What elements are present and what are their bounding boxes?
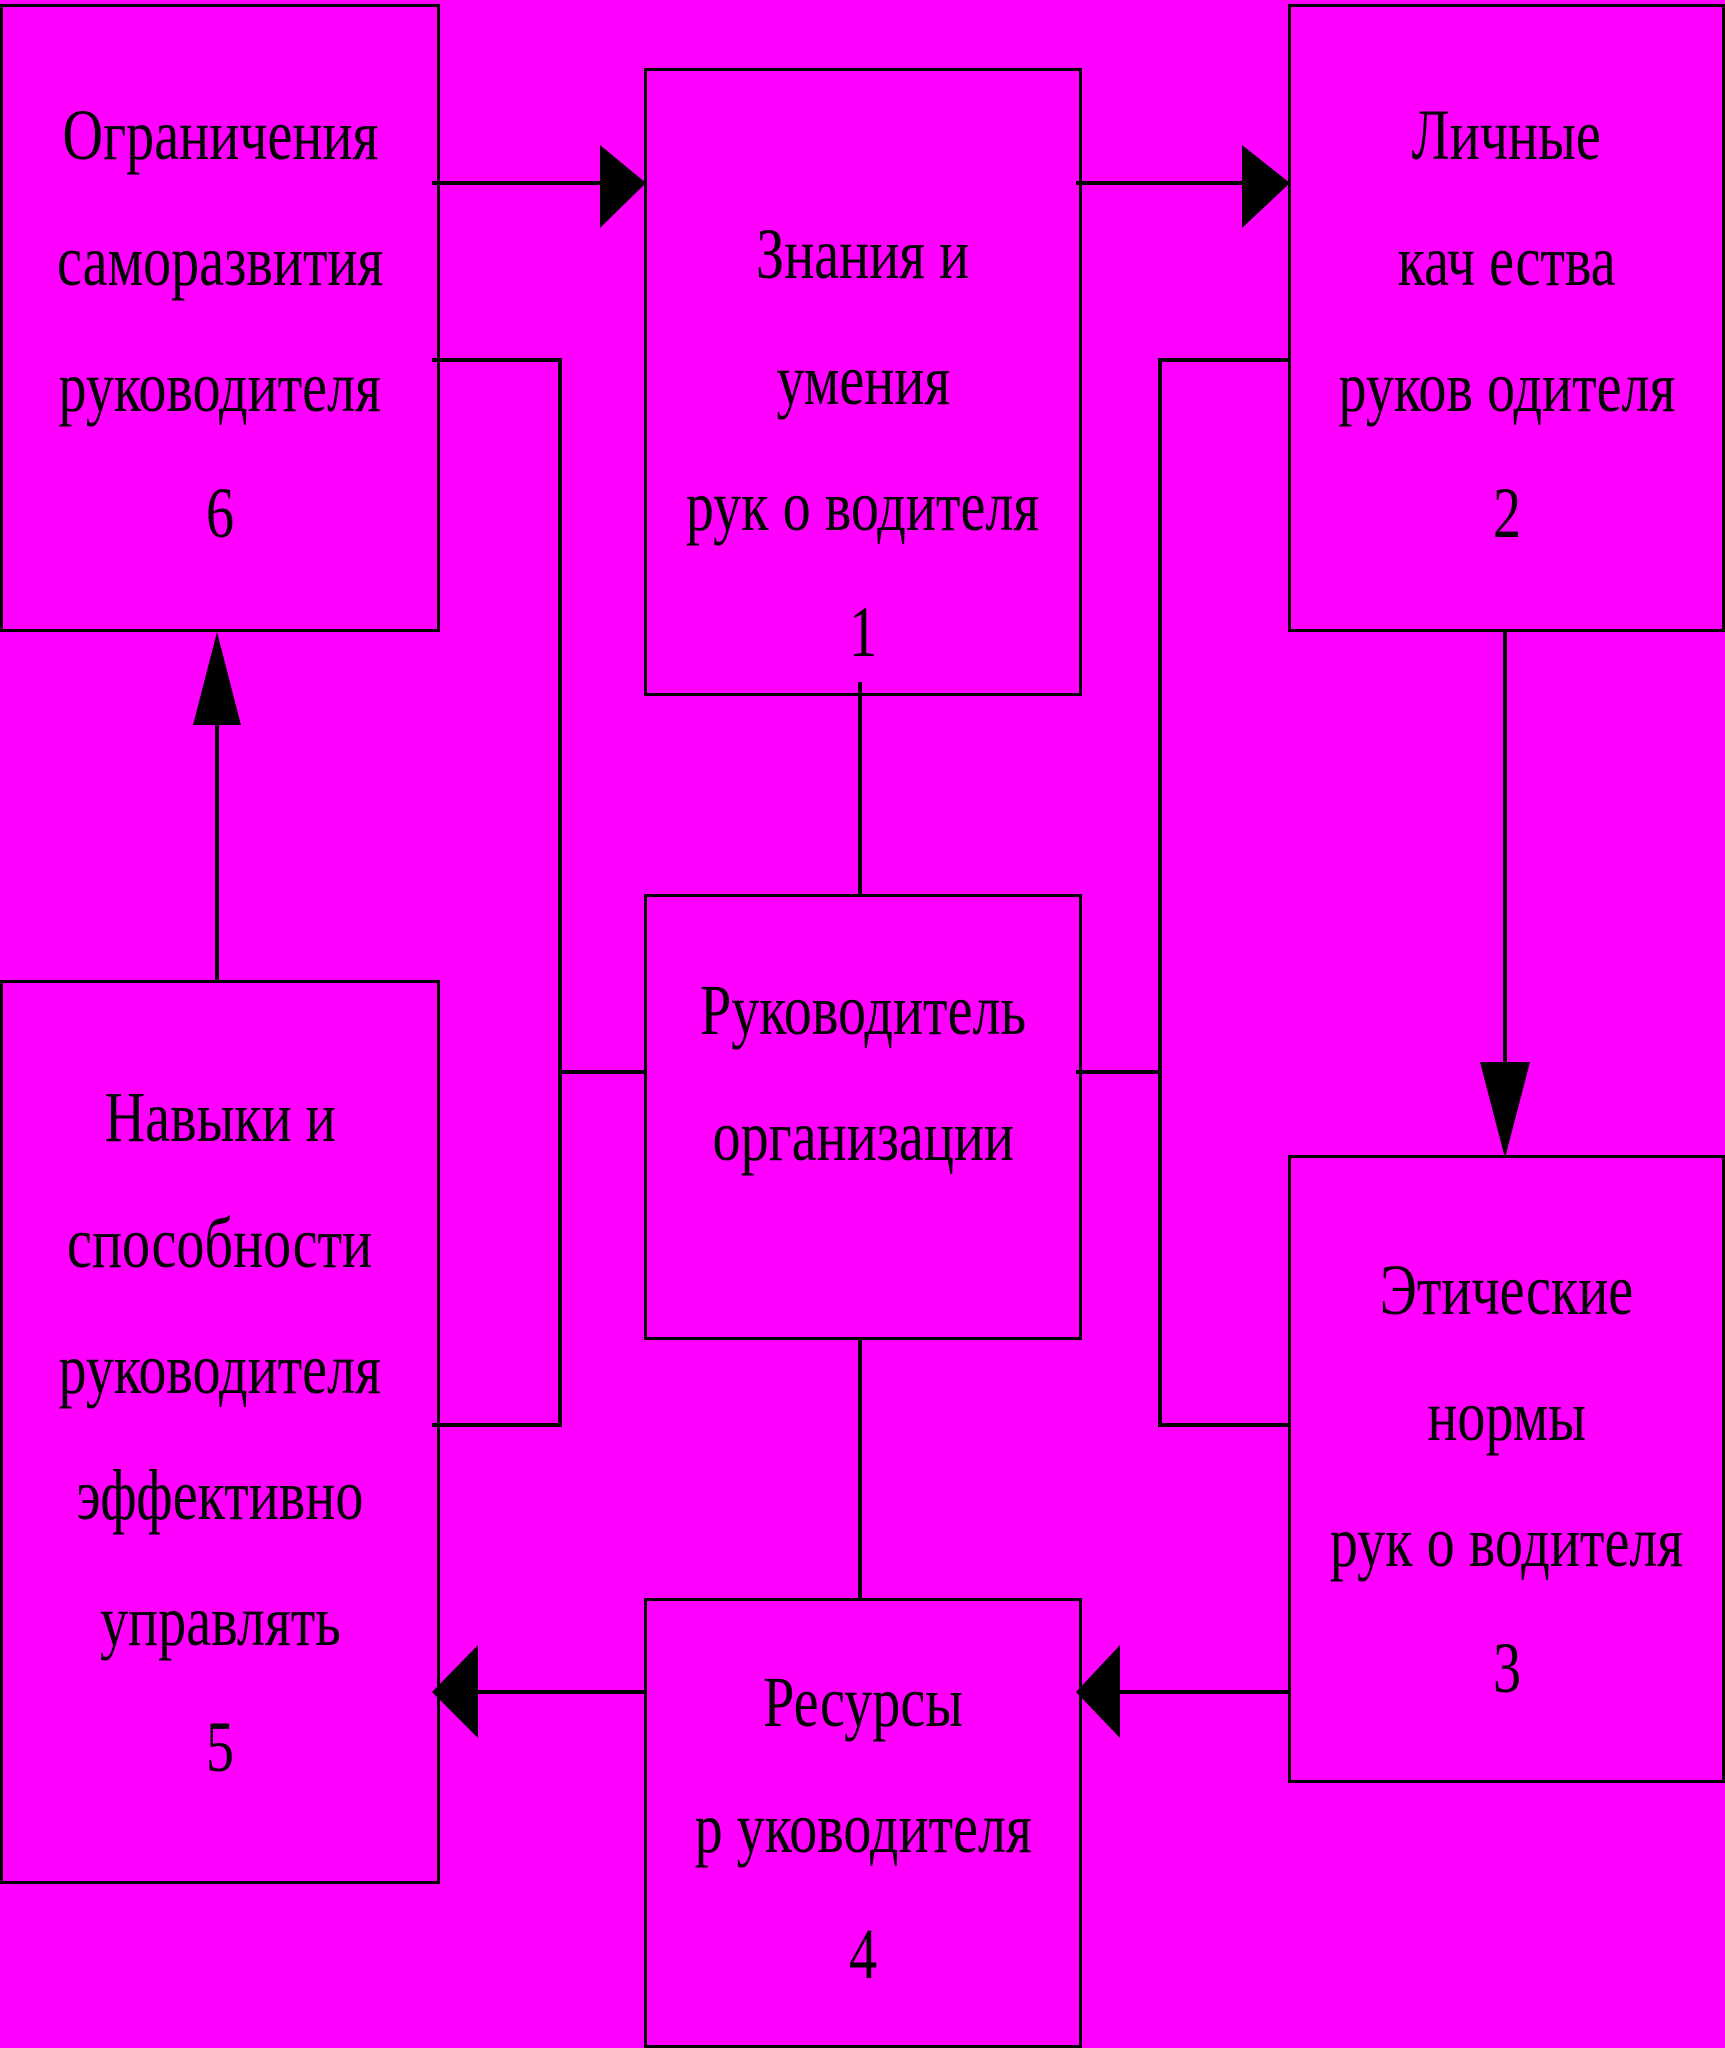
box-2-line: Личные — [1411, 95, 1602, 175]
link-right-bracket — [1158, 358, 1290, 1427]
arrowhead-down-icon — [1480, 1062, 1530, 1158]
link-left-bracket — [432, 358, 562, 1427]
box-1-line: умения — [776, 340, 950, 420]
box-6-line: саморазвития — [56, 221, 384, 301]
box-6-line: руководителя — [58, 347, 382, 427]
arrowhead-left-icon — [432, 1645, 478, 1738]
box-5-line: Навыки и — [104, 1077, 336, 1157]
box-3-line: Этические — [1379, 1250, 1634, 1330]
box-2-line: кач ества — [1397, 221, 1616, 301]
arrowhead-right-icon — [1242, 145, 1290, 228]
box-3-line: нормы — [1427, 1376, 1586, 1456]
box-5-line: способности — [67, 1203, 373, 1283]
box-1-knowledge-skills: Знания и умения рук о водителя 1 — [644, 68, 1082, 696]
box-2-personal-qualities: Личные кач ества руков одителя 2 — [1288, 4, 1725, 632]
box-5-line: управлять — [99, 1581, 341, 1661]
box-3-line: рук о водителя — [1329, 1502, 1684, 1582]
box-center-organization-head: Руководитель организации — [644, 894, 1082, 1340]
box-5-line: эффективно — [76, 1455, 364, 1535]
box-5-line: руководителя — [58, 1329, 382, 1409]
box-6-line: Ограничения — [62, 95, 378, 175]
box-2-line: руков одителя — [1338, 347, 1675, 427]
arrowhead-up-icon — [193, 632, 241, 725]
box-4-line: р уководителя — [694, 1788, 1032, 1868]
box-1-line: Знания и — [756, 214, 970, 294]
box-4-number: 4 — [848, 1914, 878, 1994]
arrowhead-right-icon — [600, 145, 646, 228]
box-6-number: 6 — [205, 473, 235, 553]
box-5-skills-abilities: Навыки и способности руководителя эффект… — [0, 980, 440, 1884]
box-center-line: Руководитель — [699, 970, 1027, 1050]
box-center-line: организации — [712, 1096, 1014, 1176]
box-4-line: Ресурсы — [763, 1662, 963, 1742]
box-3-number: 3 — [1492, 1628, 1521, 1708]
box-3-ethical-norms: Этические нормы рук о водителя 3 — [1288, 1155, 1725, 1783]
box-2-number: 2 — [1492, 473, 1521, 553]
box-4-resources: Ресурсы р уководителя 4 — [644, 1598, 1082, 2048]
box-6-self-development-limits: Ограничения саморазвития руководителя 6 — [0, 4, 440, 632]
box-1-number: 1 — [848, 592, 878, 672]
box-5-number: 5 — [205, 1707, 235, 1787]
arrowhead-left-icon — [1076, 1645, 1120, 1738]
box-1-line: рук о водителя — [686, 466, 1040, 546]
